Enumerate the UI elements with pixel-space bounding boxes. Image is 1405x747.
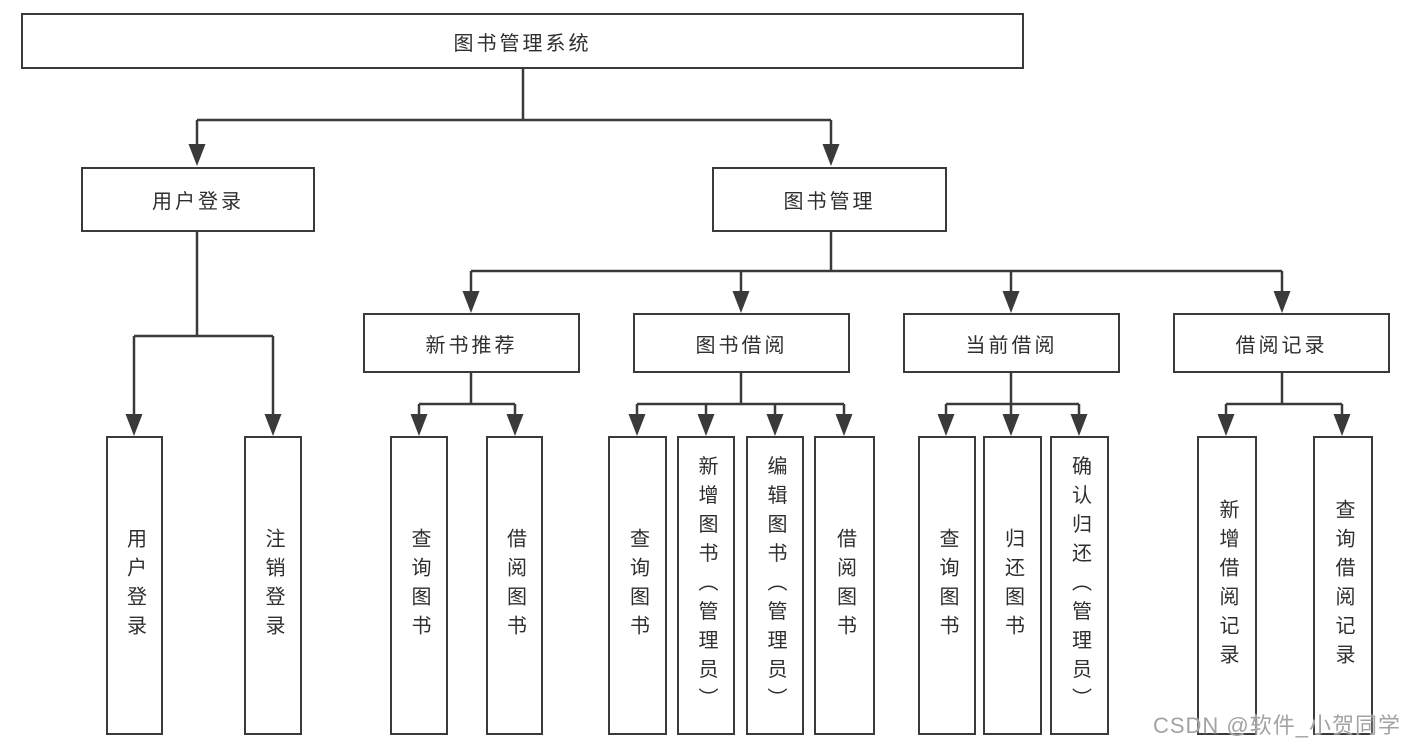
leaf-query-book-borrow: 查询图书: [608, 436, 667, 735]
connector-stems: [132, 68, 1344, 416]
leaf-add-book-admin-label: 新增图书（管理员）: [695, 455, 717, 716]
watermark: CSDN @软件_小贺同学: [1152, 713, 1401, 738]
leaf-logout: 注销登录: [244, 436, 302, 735]
node-new-book-recommend: 新书推荐: [363, 313, 580, 373]
node-book-borrow: 图书借阅: [633, 313, 850, 373]
leaf-add-borrow-record: 新增借阅记录: [1197, 436, 1257, 735]
leaf-edit-book-admin-label: 编辑图书（管理员）: [764, 455, 786, 716]
leaf-user-login-label: 用户登录: [123, 527, 146, 644]
leaf-logout-label: 注销登录: [262, 527, 284, 644]
node-library-management-system: 图书管理系统: [21, 13, 1024, 69]
leaf-borrow-book-borrow-label: 借阅图书: [833, 527, 856, 644]
leaf-query-book-current-label: 查询图书: [936, 527, 958, 644]
leaf-add-borrow-record-label: 新增借阅记录: [1216, 498, 1238, 673]
leaf-user-login: 用户登录: [106, 436, 163, 735]
leaf-return-book: 归还图书: [983, 436, 1042, 735]
leaf-borrow-book-recommend: 借阅图书: [486, 436, 543, 735]
leaf-add-book-admin: 新增图书（管理员）: [677, 436, 735, 735]
leaf-query-borrow-record: 查询借阅记录: [1313, 436, 1373, 735]
leaf-query-book-recommend: 查询图书: [390, 436, 448, 735]
leaf-query-book-borrow-label: 查询图书: [626, 527, 649, 644]
node-current-borrow: 当前借阅: [903, 313, 1120, 373]
node-borrow-records: 借阅记录: [1173, 313, 1390, 373]
leaf-edit-book-admin: 编辑图书（管理员）: [746, 436, 804, 735]
leaf-confirm-return-admin-label: 确认归还（管理员）: [1068, 455, 1091, 716]
leaf-confirm-return-admin: 确认归还（管理员）: [1050, 436, 1109, 735]
leaf-query-book-current: 查询图书: [918, 436, 976, 735]
leaf-return-book-label: 归还图书: [1001, 527, 1024, 644]
leaf-borrow-book-borrow: 借阅图书: [814, 436, 875, 735]
leaf-borrow-book-recommend-label: 借阅图书: [503, 527, 526, 644]
leaf-query-book-recommend-label: 查询图书: [408, 527, 430, 644]
node-user-login: 用户登录: [81, 167, 315, 232]
arrowheads: [125, 144, 1351, 436]
node-book-management: 图书管理: [712, 167, 947, 232]
leaf-query-borrow-record-label: 查询借阅记录: [1332, 498, 1354, 673]
